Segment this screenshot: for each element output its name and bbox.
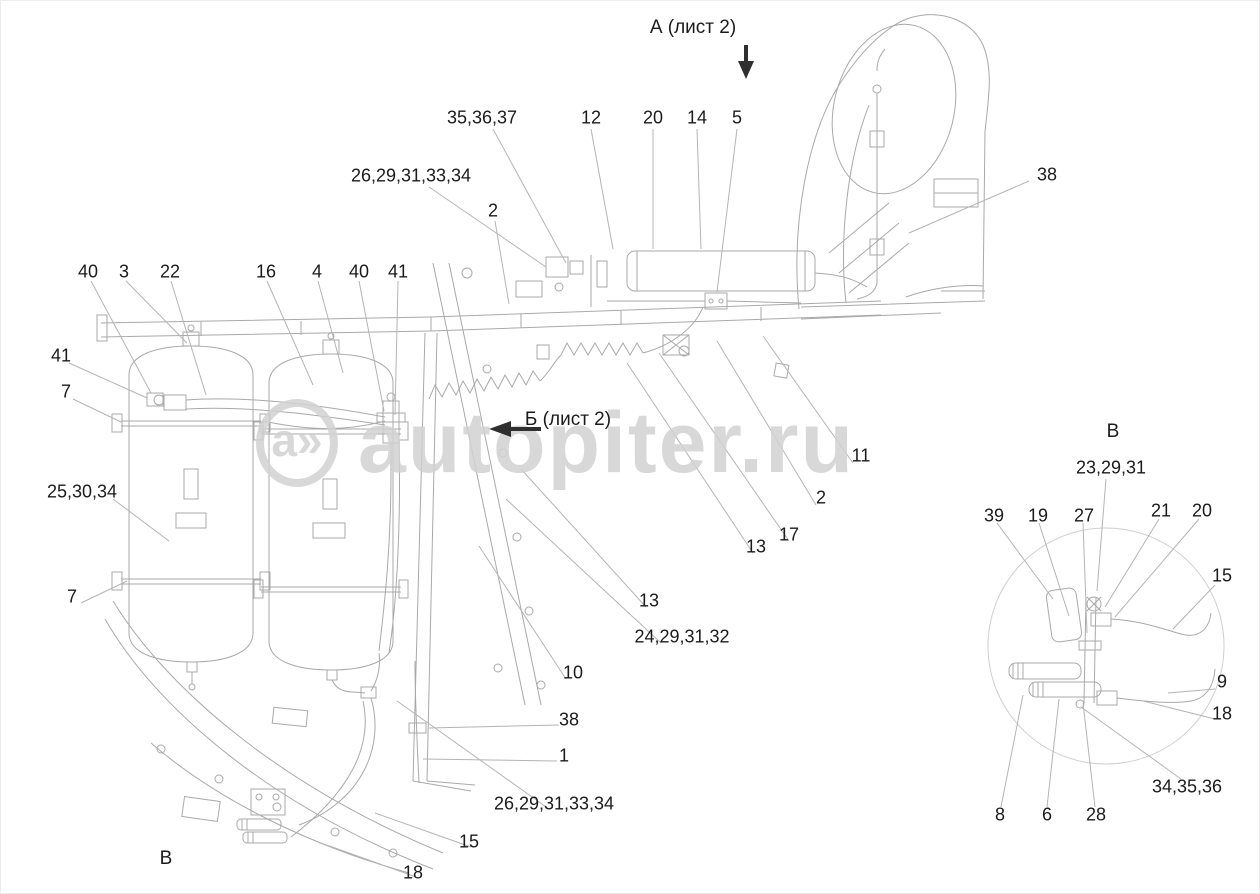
callout-label: 5 — [731, 107, 743, 128]
callout-label: 20 — [1191, 500, 1213, 521]
callout-label: 18 — [402, 862, 424, 883]
callout-label: 28 — [1085, 804, 1107, 825]
callout-label: 41 — [50, 345, 72, 366]
long-receiver — [607, 250, 868, 310]
top-beam — [96, 300, 882, 379]
callout-label: 17 — [778, 524, 800, 545]
callout-label: 41 — [387, 261, 409, 282]
bottom-bracket — [236, 788, 288, 844]
wheel-arch — [796, 14, 990, 320]
callout-label: 15 — [458, 831, 480, 852]
callout-label: 2 — [815, 487, 827, 508]
view-a-label: А (лист 2) — [649, 17, 737, 38]
callout-label: 18 — [1211, 703, 1233, 724]
callout-label: 21 — [1150, 500, 1172, 521]
callout-label: 25,30,34 — [46, 481, 118, 502]
mid-pipe — [408, 660, 427, 784]
callout-label: 13 — [638, 590, 660, 611]
air-hose-vertical — [856, 48, 886, 300]
callout-label: 26,29,31,33,34 — [493, 793, 615, 814]
callout-label: 12 — [580, 107, 602, 128]
hull-curves — [104, 600, 444, 874]
callout-label: 10 — [562, 662, 584, 683]
leader-lines — [68, 128, 1216, 878]
callout-label: 1 — [558, 745, 570, 766]
callout-label: 40 — [77, 261, 99, 282]
callout-label: 16 — [255, 261, 277, 282]
callout-label: 34,35,36 — [1151, 776, 1223, 797]
callout-label: 14 — [686, 107, 708, 128]
view-v-detail-label: В — [1106, 421, 1120, 442]
callout-label: 7 — [66, 586, 78, 607]
callout-label: 13 — [745, 536, 767, 557]
callout-label: 38 — [558, 709, 580, 730]
callout-label: 27 — [1073, 505, 1095, 526]
callout-label: 2 — [487, 200, 499, 221]
callout-label: 24,29,31,32 — [634, 626, 730, 647]
tank-piping — [146, 392, 406, 654]
callout-label: 3 — [118, 261, 130, 282]
tank-right — [253, 332, 409, 681]
lower-hoses — [290, 652, 380, 838]
view-b-label: Б (лист 2) — [524, 409, 612, 430]
callout-label: 8 — [994, 804, 1006, 825]
callout-label: 35,36,37 — [446, 107, 518, 128]
callout-label: 20 — [642, 107, 664, 128]
frame-diagonals — [412, 262, 546, 792]
callout-label: 11 — [851, 445, 871, 466]
callout-label: 40 — [348, 261, 370, 282]
callout-label: 15 — [1211, 565, 1233, 586]
view-v-bottom-label: В — [159, 848, 173, 869]
detail-circle-b — [987, 527, 1225, 765]
callout-label: 22 — [159, 261, 181, 282]
callout-label: 19 — [1027, 505, 1049, 526]
callout-label: 7 — [60, 381, 72, 402]
callout-label: 6 — [1041, 804, 1053, 825]
callout-label: 4 — [311, 261, 323, 282]
callout-label: 9 — [1216, 671, 1228, 692]
callout-label: 26,29,31,33,34 — [350, 165, 472, 186]
callout-label: 39 — [983, 505, 1005, 526]
coiled-hose — [428, 306, 704, 400]
callout-label: 23,29,31 — [1075, 457, 1147, 478]
callout-label: 38 — [1036, 164, 1058, 185]
